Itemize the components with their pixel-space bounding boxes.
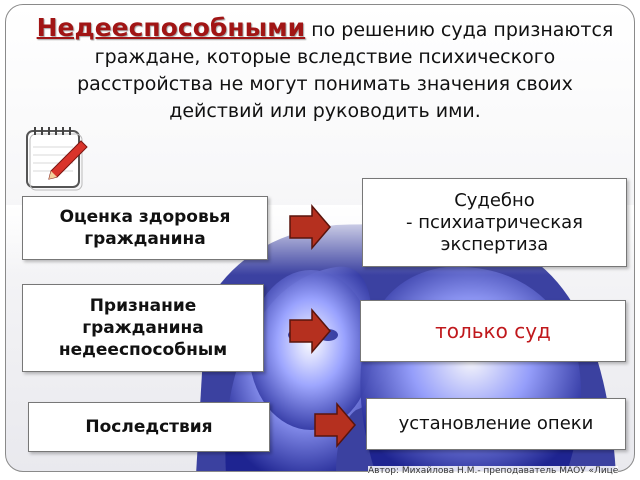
box-guardianship-label: установление опеки [398, 413, 594, 434]
arrow-right-icon [314, 402, 356, 448]
box-incapacity-line3: недееспособным [58, 340, 228, 360]
box-forensic-line2: - психиатрическая [406, 211, 583, 233]
definition-body: по решению суда признаются граждане, кот… [77, 19, 614, 122]
box-incapacity-line2: гражданина [82, 318, 204, 338]
box-incapacity-line1: Признание [89, 296, 197, 316]
definition-text: Недееспособными по решению суда признают… [30, 14, 620, 125]
box-forensic-examination: Судебно - психиатрическая экспертиза [362, 178, 627, 267]
box-court-only-label: только суд [435, 319, 551, 343]
box-health-assessment: Оценка здоровья гражданина [22, 196, 268, 260]
box-consequences: Последствия [28, 402, 270, 452]
arrow-right-icon [289, 204, 331, 250]
box-consequences-label: Последствия [85, 417, 213, 437]
author-credit: Автор: Михайлова Н.М.- преподаватель МАО… [368, 466, 619, 476]
box-incapacity-recognition: Признание гражданина недееспособным [22, 284, 264, 372]
key-term: Недееспособными [36, 13, 306, 42]
box-health-assessment-label: Оценка здоровья гражданина [59, 207, 231, 249]
box-guardianship: установление опеки [366, 398, 626, 450]
box-forensic-line1: Судебно [454, 189, 535, 211]
notepad-pencil-icon [26, 127, 88, 191]
box-forensic-line3: экспертиза [440, 233, 549, 255]
box-court-only: только суд [360, 300, 626, 362]
arrow-right-icon [289, 308, 331, 354]
